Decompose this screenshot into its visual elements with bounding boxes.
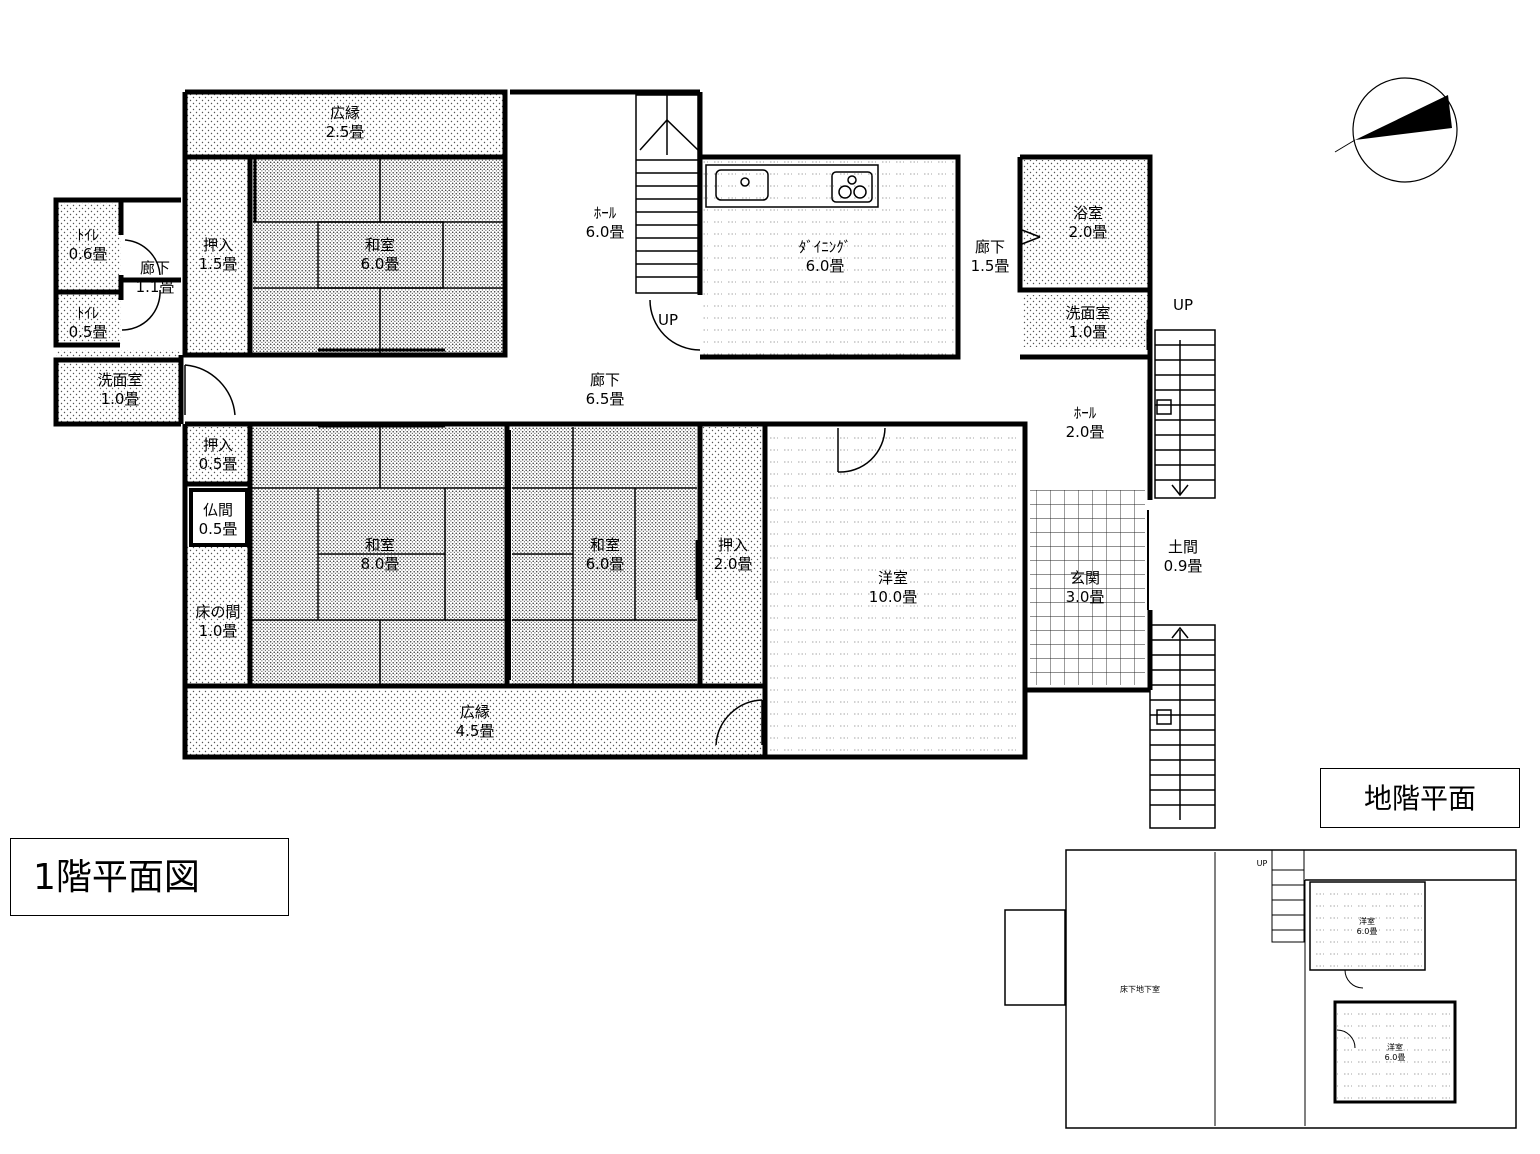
kitchen-counter (705, 164, 879, 208)
tatami-lines (250, 158, 697, 685)
room-area: 2.0畳 (1069, 223, 1108, 241)
svg-text:玄関3.0畳: 玄関3.0畳 (1066, 569, 1105, 606)
room-area: 10.0畳 (869, 588, 917, 606)
room-name: 押入 (203, 436, 233, 454)
room-name: 床下地下室 (1120, 984, 1160, 994)
room-name: 洋室 (878, 569, 908, 587)
room-name: ﾄｲﾚ (77, 304, 100, 322)
room-area: 0.6畳 (69, 245, 108, 263)
room-name: ﾀﾞｲﾆﾝｸﾞ (799, 238, 852, 256)
room-area: 1.5畳 (971, 257, 1010, 275)
room-name: 広縁 (330, 104, 360, 122)
room-name: 仏間 (203, 501, 233, 519)
room-name: 浴室 (1073, 204, 1103, 222)
room-name: 床の間 (195, 603, 240, 621)
room-area: 6.0畳 (361, 255, 400, 273)
room-name: 廊下 (590, 371, 620, 389)
room-area: 6.0畳 (806, 257, 845, 275)
room-name: 洗面室 (1065, 304, 1110, 322)
room-name: 和室 (365, 536, 395, 554)
room-area: 6.5畳 (586, 390, 625, 408)
room-area: 8.0畳 (361, 555, 400, 573)
svg-text:土間0.9畳: 土間0.9畳 (1164, 538, 1203, 575)
room-area: 6.0畳 (586, 555, 625, 573)
basement-plan (1004, 849, 1517, 1129)
svg-text:浴室2.0畳: 浴室2.0畳 (1069, 204, 1108, 241)
room-area: 4.5畳 (456, 722, 495, 740)
basement-title: 地階平面 (1320, 768, 1520, 828)
walls (53, 89, 1153, 760)
svg-text:仏間0.5畳: 仏間0.5畳 (199, 501, 238, 538)
room-name: 玄関 (1070, 569, 1100, 587)
room-area: 0.9畳 (1164, 557, 1203, 575)
svg-text:広縁4.5畳: 広縁4.5畳 (456, 703, 495, 740)
doors (121, 229, 1041, 746)
floor-fills (56, 92, 1148, 755)
room-area: 6.0畳 (1385, 1053, 1406, 1062)
room-name: 廊下 (975, 238, 1005, 256)
room-name: 廊下 (140, 259, 170, 277)
svg-text:押入2.0畳: 押入2.0畳 (714, 536, 753, 573)
svg-text:押入0.5畳: 押入0.5畳 (199, 436, 238, 473)
svg-text:廊下1.5畳: 廊下1.5畳 (971, 238, 1010, 275)
room-area: 0.5畳 (199, 455, 238, 473)
room-area: 2.5畳 (326, 123, 365, 141)
room-name: 洗面室 (97, 371, 142, 389)
room-area: 2.0畳 (1066, 423, 1105, 441)
svg-text:和室6.0畳: 和室6.0畳 (586, 536, 625, 573)
room-name: 和室 (590, 536, 620, 554)
room-area: 1.5畳 (199, 255, 238, 273)
room-area: 6.0畳 (1357, 927, 1378, 936)
room-area: 0.5畳 (69, 323, 108, 341)
svg-text:和室8.0畳: 和室8.0畳 (361, 536, 400, 573)
room-area: 1.0畳 (199, 622, 238, 640)
room-area: 1.0畳 (1069, 323, 1108, 341)
room-name: 和室 (365, 236, 395, 254)
svg-text:洋室6.0畳: 洋室6.0畳 (1385, 1042, 1406, 1062)
room-name: 押入 (203, 236, 233, 254)
room-area: 1.0畳 (101, 390, 140, 408)
openings (253, 158, 1150, 689)
svg-text:廊下6.5畳: 廊下6.5畳 (586, 371, 625, 408)
stair-north (635, 94, 699, 294)
stair-up-label: UP (658, 311, 678, 329)
stair-up-label: UP (1173, 296, 1193, 314)
room-name: 洋室 (1359, 916, 1375, 926)
room-area: 6.0畳 (586, 223, 625, 241)
room-area: 1.1畳 (136, 278, 175, 296)
room-name: ﾄｲﾚ (77, 226, 100, 244)
room-area: 2.0畳 (714, 555, 753, 573)
room-area: 3.0畳 (1066, 588, 1105, 606)
stair-up-label: UP (1257, 859, 1268, 868)
room-area: 0.5畳 (199, 520, 238, 538)
up-labels: UP UP UP (658, 296, 1268, 868)
svg-text:洋室6.0畳: 洋室6.0畳 (1357, 916, 1378, 936)
room-name: ﾎｰﾙ (594, 204, 617, 222)
room-name: 土間 (1168, 538, 1198, 556)
stair-east (1149, 329, 1216, 829)
svg-text:和室6.0畳: 和室6.0畳 (361, 236, 400, 273)
svg-text:押入1.5畳: 押入1.5畳 (199, 236, 238, 273)
room-name: ﾎｰﾙ (1074, 404, 1097, 422)
floor1-title: 1階平面図 (10, 838, 289, 916)
room-name: 洋室 (1387, 1042, 1403, 1052)
svg-text:広縁2.5畳: 広縁2.5畳 (326, 104, 365, 141)
svg-text:廊下1.1畳: 廊下1.1畳 (136, 259, 175, 296)
room-name: 広縁 (460, 703, 490, 721)
compass-icon (1334, 77, 1458, 183)
room-name: 押入 (718, 536, 748, 554)
